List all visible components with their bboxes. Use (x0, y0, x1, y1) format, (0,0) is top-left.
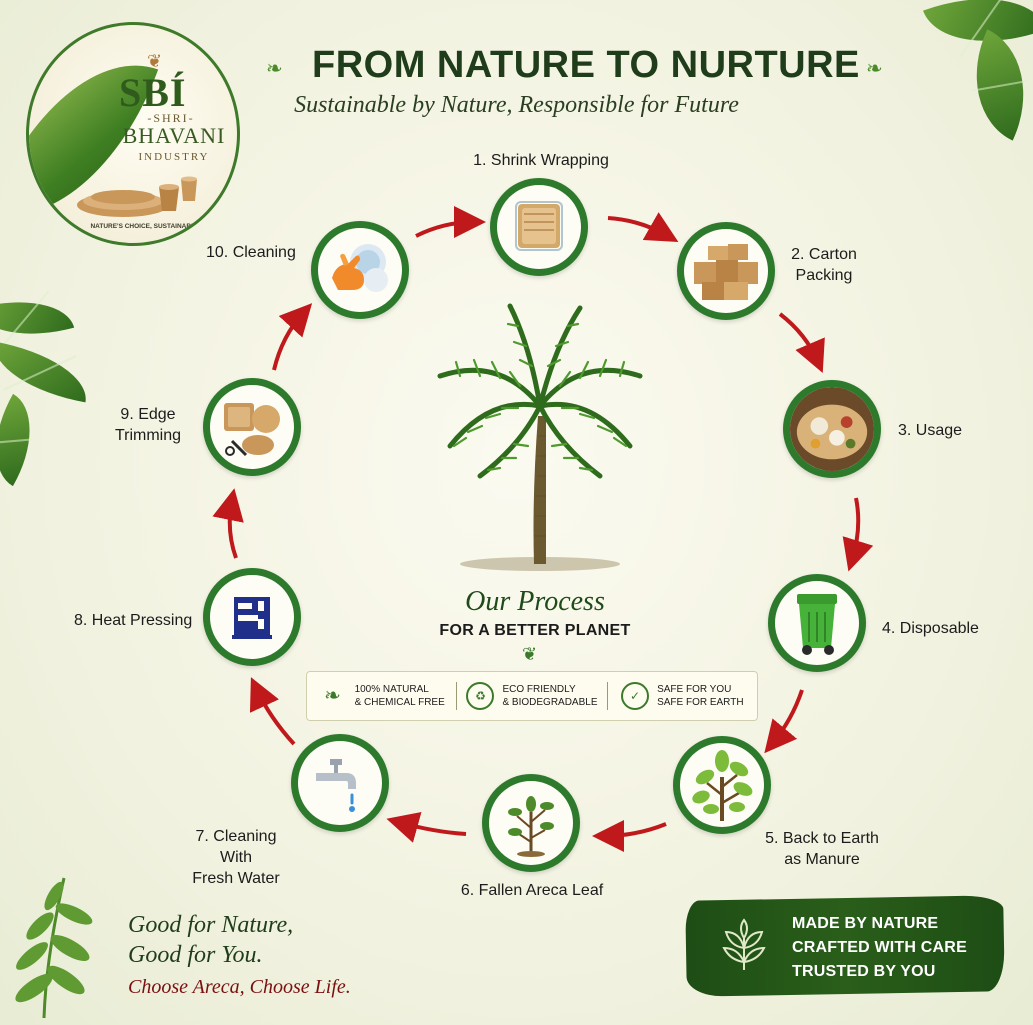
arrow-1-to-2 (607, 212, 679, 242)
step-9-edge-trimming (203, 378, 301, 476)
lotus-icon: ❦ (147, 51, 163, 71)
badge-safe: ✓ SAFE FOR YOU SAFE FOR EARTH (606, 682, 757, 710)
badge-natural: ❧ 100% NATURAL & CHEMICAL FREE (307, 682, 456, 710)
step-1-shrink-wrapping (490, 178, 588, 276)
sprig-icon (15, 877, 93, 1018)
step-5-back-to-earth (673, 736, 771, 834)
title-leaf-right-icon: ❧ (866, 58, 883, 80)
logo-tagline: NATURE'S CHOICE, SUSTAINABLE FUTURE (90, 223, 228, 230)
footer-slogan-1: Good for Nature, (128, 912, 294, 938)
sapling-icon (508, 796, 554, 857)
palm-tree-icon (437, 303, 643, 571)
step-2-carton-packing (677, 222, 775, 320)
badge-safe-line1: SAFE FOR YOU (657, 684, 732, 695)
footer-slogan-2: Good for You. (128, 942, 263, 968)
leaf-icon: ❧ (324, 684, 341, 707)
badge-safe-line2: SAFE FOR EARTH (657, 697, 744, 708)
logo-industry: INDUSTRY (138, 151, 210, 163)
areca-plates-icon (77, 176, 197, 217)
step-7-label: 7. Cleaning With Fresh Water (192, 828, 280, 887)
arrow-5-to-6 (592, 819, 667, 852)
carton-box-icon (694, 244, 758, 300)
brand-logo: ❦ SBÍ -SHRI- BHAVANI INDUSTRY NATURE'S C… (26, 22, 240, 246)
step-9-label: 9. Edge Trimming (114, 406, 182, 444)
cleaning-gloves-icon (332, 244, 388, 292)
page-subtitle: Sustainable by Nature, Responsible for F… (294, 92, 739, 118)
step-6-fallen-areca-leaf (482, 774, 580, 872)
recycle-icon: ♻ (466, 682, 495, 710)
arrow-2-to-3 (778, 312, 825, 374)
arrow-3-to-4 (842, 497, 874, 572)
check-leaf-icon: ✓ (621, 682, 650, 710)
badge-natural-line1: 100% NATURAL (354, 684, 429, 695)
step-3-usage (783, 380, 881, 478)
logo-mark: SBÍ (119, 70, 187, 115)
arrow-4-to-5 (764, 689, 804, 754)
arrow-8-to-9 (212, 488, 244, 559)
promise-line-1: MADE BY NATURE (792, 915, 939, 932)
step-2-label: 2. Carton Packing (791, 246, 857, 284)
badge-eco-line2: & BIODEGRADABLE (502, 697, 598, 708)
arrow-6-to-7 (386, 811, 467, 843)
logo-shri: -SHRI- (147, 111, 195, 125)
promise-line-3: TRUSTED BY YOU (792, 963, 936, 980)
badge-eco-line1: ECO FRIENDLY (502, 684, 576, 695)
promise-line-2: CRAFTED WITH CARE (792, 939, 967, 956)
food-plate-icon (790, 387, 874, 471)
trimming-icon (224, 403, 280, 457)
footer-slogan-3: Choose Areca, Choose Life. (128, 976, 351, 998)
title-leaf-left-icon: ❧ (266, 58, 283, 80)
leaf-outline-icon (722, 918, 766, 970)
step-4-label: 4. Disposable (882, 620, 979, 637)
dustbin-icon (797, 594, 837, 655)
step-10-label: 10. Cleaning (206, 244, 296, 261)
badge-eco: ♻ ECO FRIENDLY & BIODEGRADABLE (456, 682, 606, 710)
step-3-label: 3. Usage (898, 422, 963, 439)
process-heading: Our Process (465, 586, 605, 617)
plant-tree-icon (692, 750, 753, 821)
water-tap-icon (316, 759, 356, 812)
step-5-label: 5. Back to Earth as Manure (765, 830, 879, 868)
process-subheading: FOR A BETTER PLANET (439, 622, 631, 639)
page-title: FROM NATURE TO NURTURE (312, 44, 860, 86)
step-1-label: 1. Shrink Wrapping (473, 152, 609, 169)
center-leaf-icon: ❦ (522, 644, 538, 664)
arrow-7-to-8 (249, 677, 296, 746)
shrink-wrap-icon (515, 201, 563, 251)
feature-badges: ❧ 100% NATURAL & CHEMICAL FREE ♻ ECO FRIE… (306, 671, 758, 721)
promise-text: MADE BY NATURE CRAFTED WITH CARE TRUSTED… (792, 912, 967, 984)
badge-natural-line2: & CHEMICAL FREE (354, 697, 445, 708)
step-8-heat-pressing (203, 568, 301, 666)
step-6-label: 6. Fallen Areca Leaf (460, 882, 604, 899)
press-machine-icon (232, 597, 272, 639)
logo-name: BHAVANI (122, 123, 226, 148)
arrow-9-to-10 (272, 303, 313, 371)
step-4-disposable (768, 574, 866, 672)
step-7-cleaning-fresh-water (291, 734, 389, 832)
step-10-cleaning (311, 221, 409, 319)
arrow-10-to-1 (415, 206, 486, 239)
step-8-label: 8. Heat Pressing (74, 612, 193, 629)
